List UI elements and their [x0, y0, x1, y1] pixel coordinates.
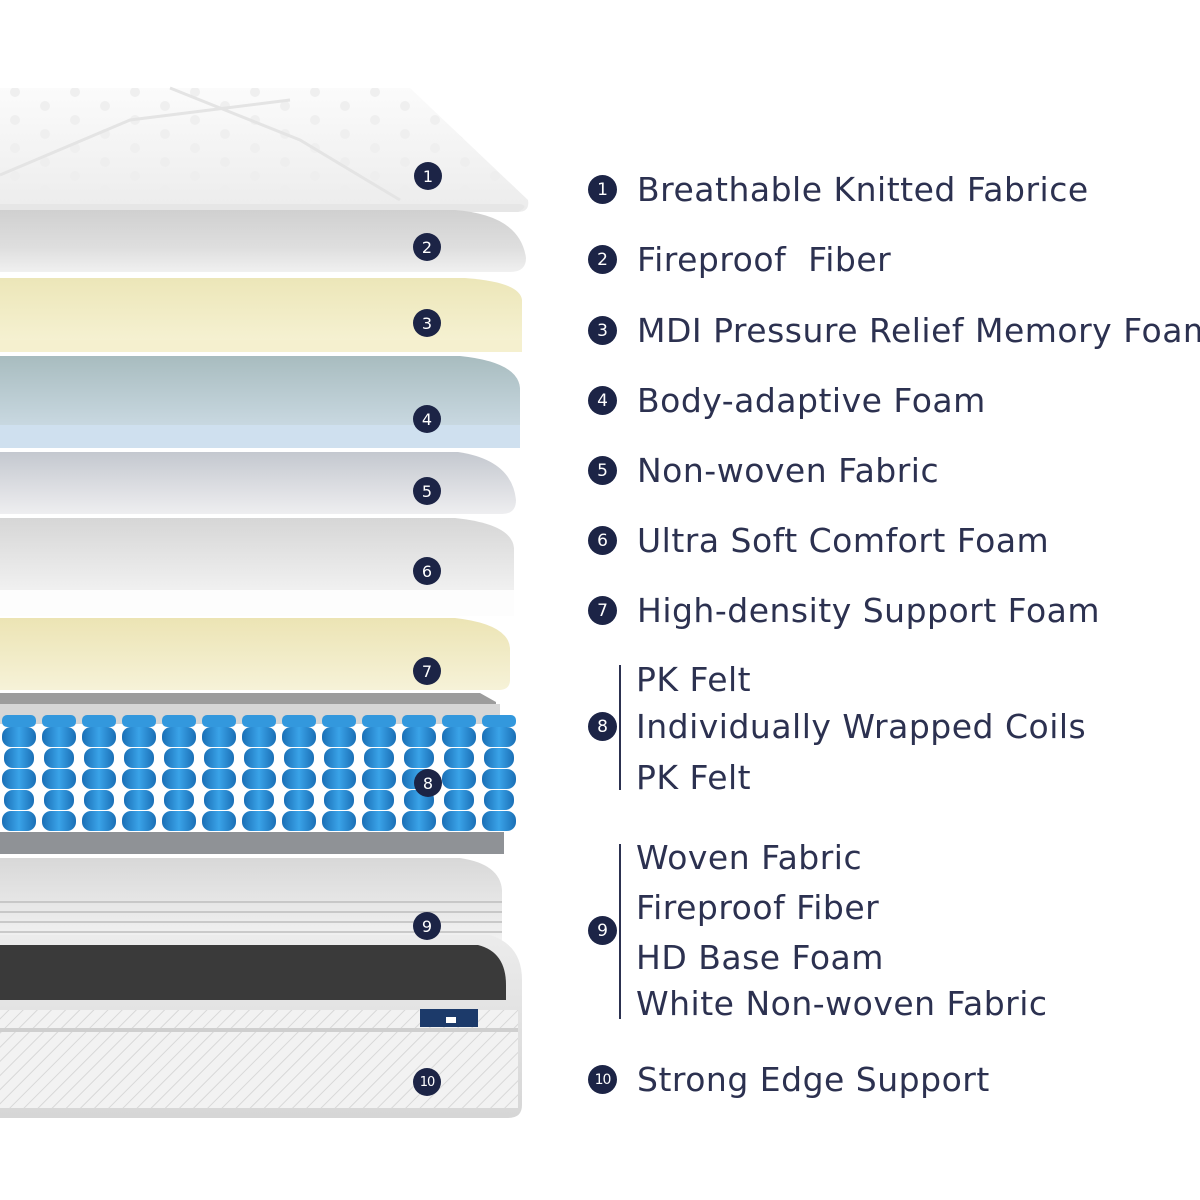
- legend-9-line-2: Fireproof Fiber: [636, 888, 880, 927]
- layer-3-memory-foam: [0, 278, 522, 352]
- layer-badge-1: 1: [414, 162, 442, 190]
- layer-6-comfort-foam: [0, 518, 514, 616]
- legend-badge-1: 1: [588, 175, 617, 204]
- legend-9-line-4: White Non-woven Fabric: [636, 984, 1048, 1023]
- coil-pocket: [2, 715, 36, 831]
- legend-badge-7: 7: [588, 596, 617, 625]
- legend-8-line-2: Individually Wrapped Coils: [636, 707, 1087, 746]
- legend-bracket-8: [619, 665, 621, 790]
- legend-badge-9: 9: [588, 916, 617, 945]
- layer-badge-3: 3: [413, 309, 441, 337]
- layer-badge-7: 7: [413, 657, 441, 685]
- legend-item-4: 4 Body-adaptive Foam: [588, 381, 986, 420]
- layer-10-edge-support: [0, 935, 522, 1118]
- layer-7-support-foam: [0, 618, 510, 690]
- legend-item-3: 3 MDI Pressure Relief Memory Foam: [588, 311, 1200, 350]
- layer-2-fireproof-fiber: [0, 210, 526, 272]
- coil-pocket: [42, 715, 76, 831]
- legend-8-line-1: PK Felt: [636, 660, 752, 699]
- coil-pocket: [362, 715, 396, 831]
- legend-item-2: 2 Fireproof Fiber: [588, 240, 891, 279]
- coil-pocket: [282, 715, 316, 831]
- legend-label-10: Strong Edge Support: [637, 1060, 990, 1099]
- legend-badge-4: 4: [588, 386, 617, 415]
- legend-bracket-9: [619, 844, 621, 1019]
- coil-pocket: [122, 715, 156, 831]
- legend-label-1: Breathable Knitted Fabrice: [637, 170, 1089, 209]
- layer-1-knitted-fabric: [0, 86, 529, 212]
- legend-item-7: 7 High-density Support Foam: [588, 591, 1100, 630]
- legend-label-5: Non-woven Fabric: [637, 451, 940, 490]
- legend-9-line-3: HD Base Foam: [636, 938, 884, 977]
- coil-pocket: [82, 715, 116, 831]
- legend-badge-6: 6: [588, 526, 617, 555]
- layer-badge-2: 2: [413, 233, 441, 261]
- legend-label-7: High-density Support Foam: [637, 591, 1101, 630]
- layer-8-pocket-coils: [0, 693, 516, 854]
- layer-badge-5: 5: [413, 477, 441, 505]
- legend-item-1: 1 Breathable Knitted Fabrice: [588, 170, 1089, 209]
- legend-item-6: 6 Ultra Soft Comfort Foam: [588, 521, 1049, 560]
- legend-badge-10: 10: [588, 1065, 617, 1094]
- legend-badge-8: 8: [588, 712, 617, 741]
- legend-label-3: MDI Pressure Relief Memory Foam: [637, 311, 1200, 350]
- legend-item-10: 10 Strong Edge Support: [588, 1060, 990, 1099]
- legend-badge-3: 3: [588, 316, 617, 345]
- legend-item-5: 5 Non-woven Fabric: [588, 451, 939, 490]
- layer-4-adaptive-foam: [0, 356, 520, 448]
- coil-pocket: [322, 715, 356, 831]
- legend-badge-5: 5: [588, 456, 617, 485]
- legend-badge-2: 2: [588, 245, 617, 274]
- legend-label-4: Body-adaptive Foam: [637, 381, 986, 420]
- layer-badge-8: 8: [414, 769, 442, 797]
- coil-pocket: [202, 715, 236, 831]
- coil-pocket: [162, 715, 196, 831]
- layer-badge-4: 4: [413, 405, 441, 433]
- legend-label-6: Ultra Soft Comfort Foam: [637, 521, 1050, 560]
- legend-8-line-3: PK Felt: [636, 758, 752, 797]
- legend-9-line-1: Woven Fabric: [636, 838, 863, 877]
- coil-pocket: [482, 715, 516, 831]
- coil-pocket: [442, 715, 476, 831]
- coil-pocket: [242, 715, 276, 831]
- mattress-layers-illustration: [0, 86, 529, 1118]
- layer-5-nonwoven-fabric: [0, 452, 516, 514]
- layer-badge-6: 6: [413, 557, 441, 585]
- legend-label-2: Fireproof Fiber: [637, 240, 892, 279]
- layer-badge-9: 9: [413, 912, 441, 940]
- layer-badge-10: 10: [413, 1068, 441, 1096]
